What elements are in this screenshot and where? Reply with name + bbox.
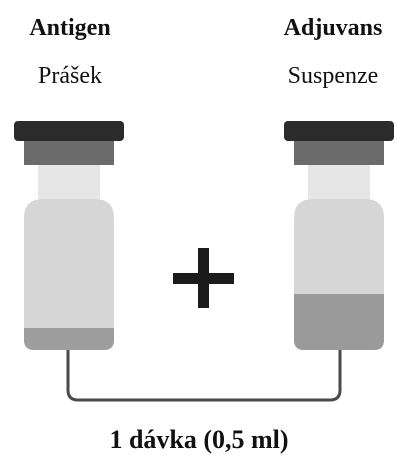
adjuvant-form-label: Suspenze [287,63,379,89]
adjuvant-title: Adjuvans [283,15,383,41]
antigen-vial [14,121,124,350]
antigen-vial-body [24,199,114,350]
dose-label: 1 dávka (0,5 ml) [109,425,289,454]
antigen-vial-cap-base [24,141,114,165]
plus-icon [173,248,234,308]
adjuvant-suspension-fill [294,294,384,350]
adjuvant-vial-cap-base [294,141,384,165]
adjuvant-vial [284,121,394,350]
adjuvant-vial-cap-top [284,121,394,141]
antigen-form-label: Prášek [38,63,102,89]
antigen-vial-neck [38,165,100,199]
antigen-vial-cap-top [14,121,124,141]
antigen-powder-band [24,328,114,350]
adjuvant-vial-neck [308,165,370,199]
antigen-title: Antigen [29,15,111,41]
combine-connector-line [66,350,342,402]
